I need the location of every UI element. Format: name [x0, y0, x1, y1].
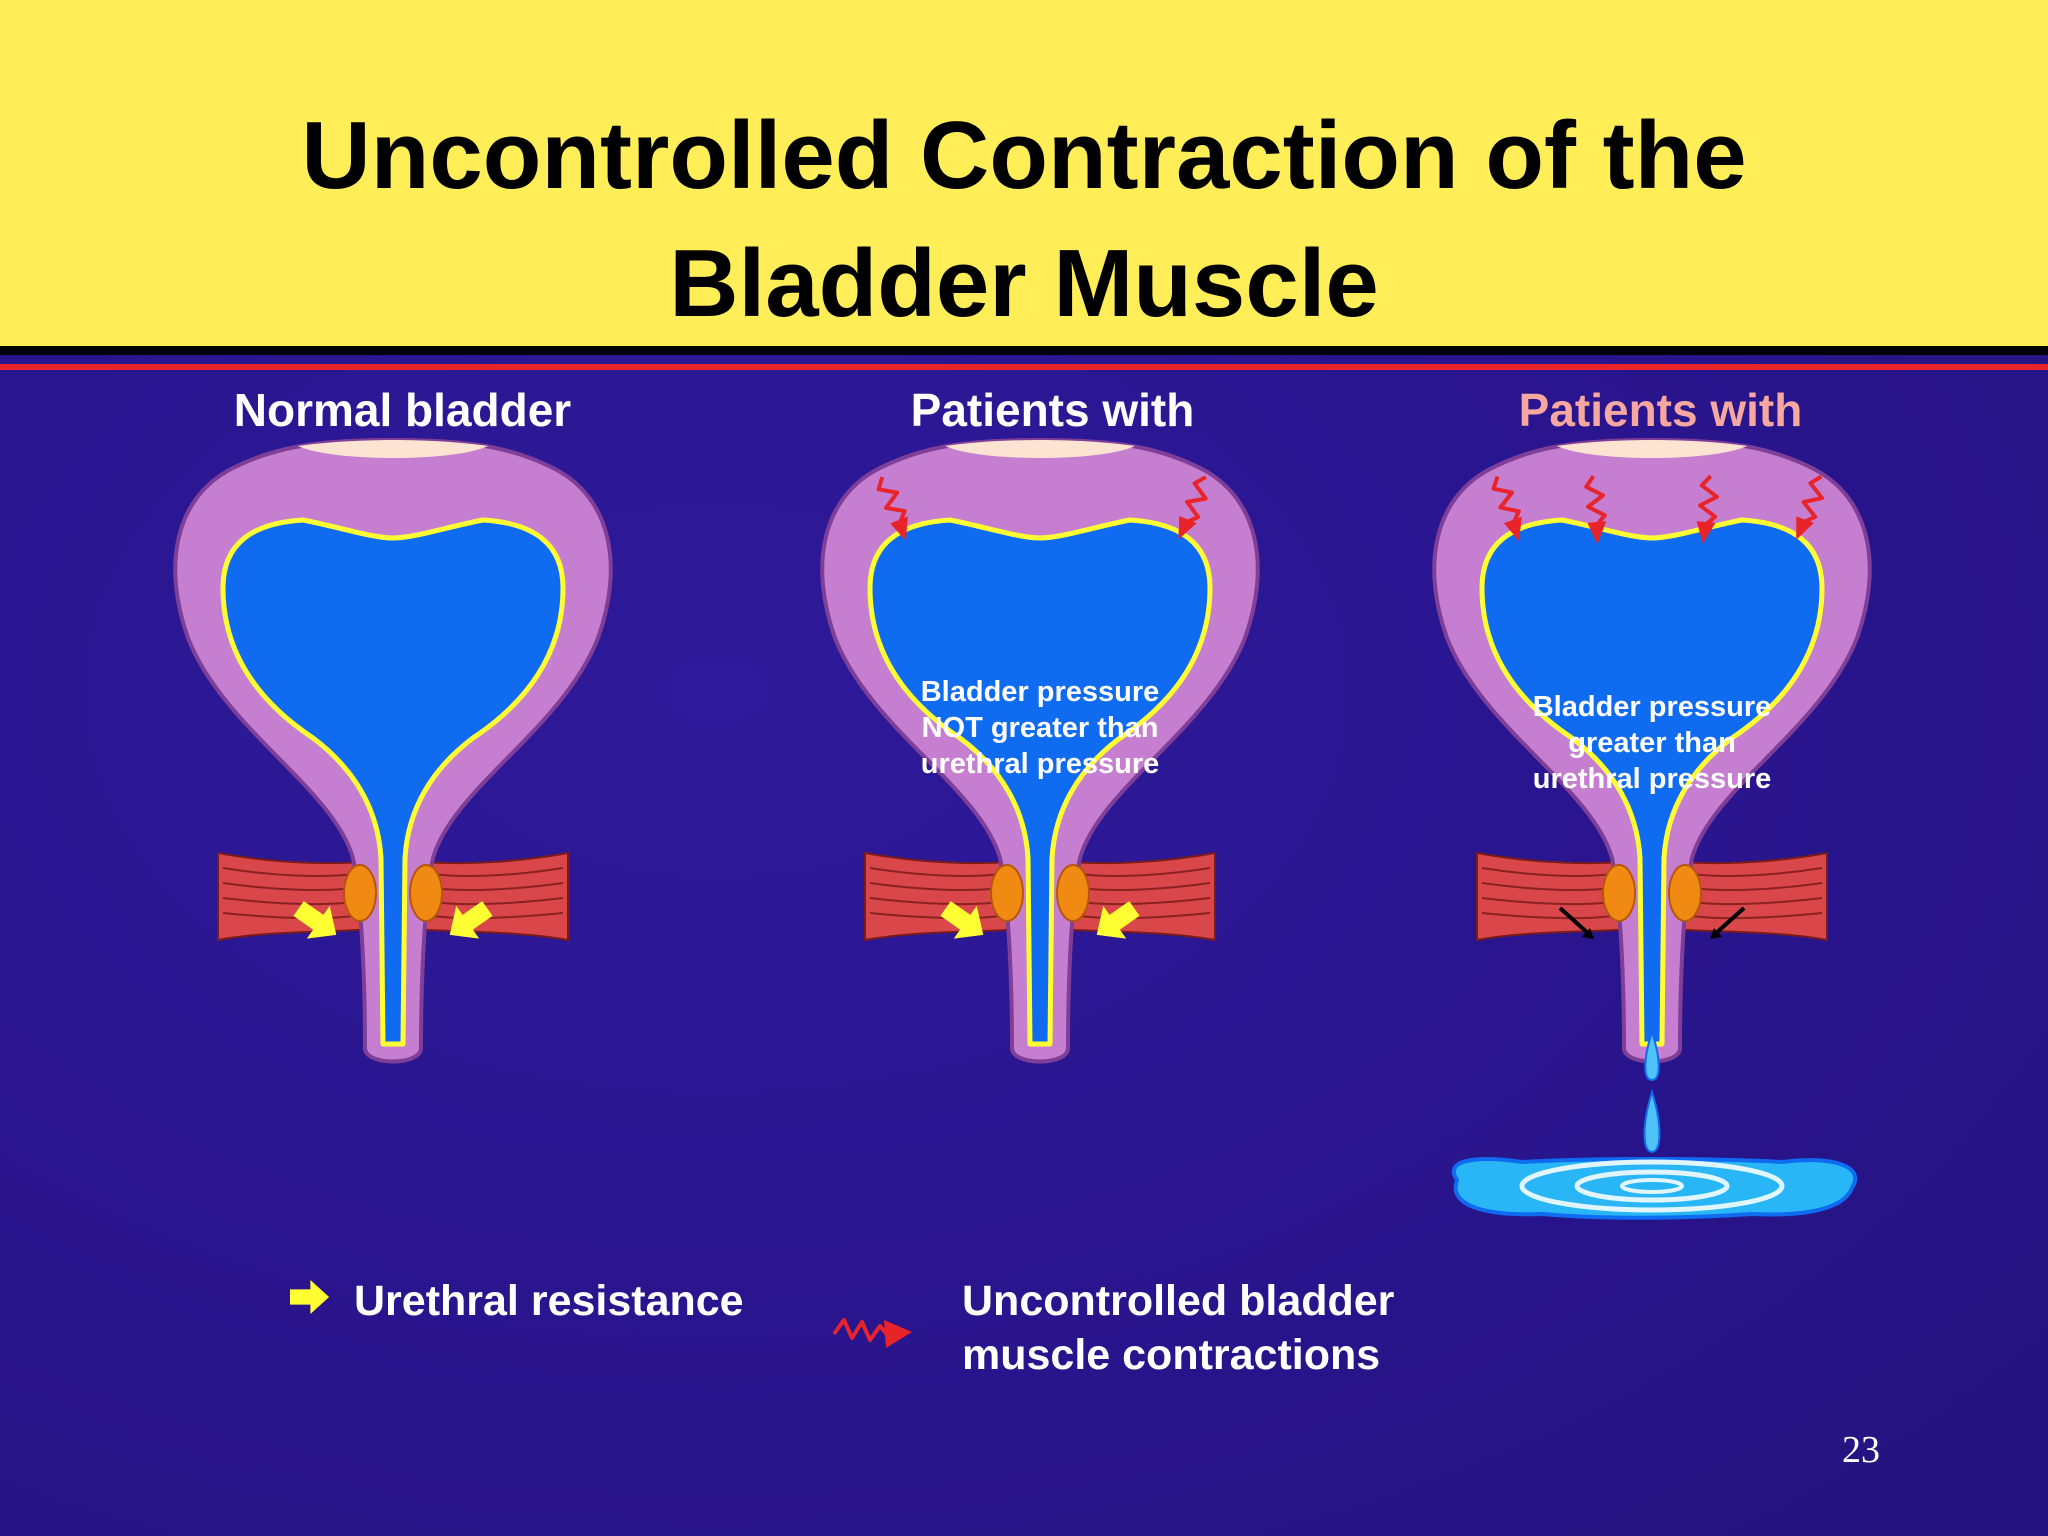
title-line-1: Uncontrolled Contraction of the: [301, 102, 1747, 209]
title-banner: [0, 0, 2048, 346]
legend-label-line: muscle contractions: [962, 1331, 1381, 1379]
pressure-label-line: urethral pressure: [1533, 763, 1772, 795]
divider-red: [0, 364, 2048, 370]
black-arrow-icon: [1558, 906, 1592, 937]
yellow-arrow-icon: [290, 1280, 330, 1314]
page-number: 23: [1842, 1429, 1880, 1471]
pressure-label-line: urethral pressure: [921, 748, 1160, 780]
title-line-2: Bladder Muscle: [669, 230, 1379, 337]
legend-label-line: Uncontrolled bladder: [962, 1277, 1395, 1325]
red-squiggle-arrow-icon: [832, 1318, 912, 1348]
heading-line: Normal bladder: [233, 384, 572, 436]
pressure-label-line: Bladder pressure: [1533, 691, 1772, 723]
puddle: [1451, 1157, 1858, 1220]
water-drop-icon: [1643, 1088, 1661, 1154]
water-drop-icon: [1644, 1028, 1660, 1082]
legend-bladder-contractions: Uncontrolled bladder muscle contractions: [962, 1274, 1394, 1382]
pressure-label-line: NOT greater than: [922, 712, 1159, 744]
bladder-urge-frequency: Bladder pressure NOT greater than urethr…: [822, 440, 1258, 1062]
heading-line: Patients with: [910, 384, 1195, 436]
bladder-urge-incontinence: Bladder pressure greater than urethral p…: [1434, 440, 1870, 1220]
black-arrow-icon: [1712, 906, 1746, 937]
heading-normal-bladder: Normal bladder: [180, 380, 625, 441]
legend-label: Urethral resistance: [354, 1277, 744, 1325]
legend-urethral-resistance: Urethral resistance: [354, 1274, 744, 1328]
slide-title: Uncontrolled Contraction of the Bladder …: [0, 92, 2048, 348]
pressure-label-line: greater than: [1568, 727, 1736, 759]
heading-line: Patients with: [1518, 384, 1803, 436]
pressure-label-line: Bladder pressure: [921, 676, 1160, 708]
bladder-normal: [175, 440, 611, 1062]
divider-black: [0, 346, 2048, 355]
